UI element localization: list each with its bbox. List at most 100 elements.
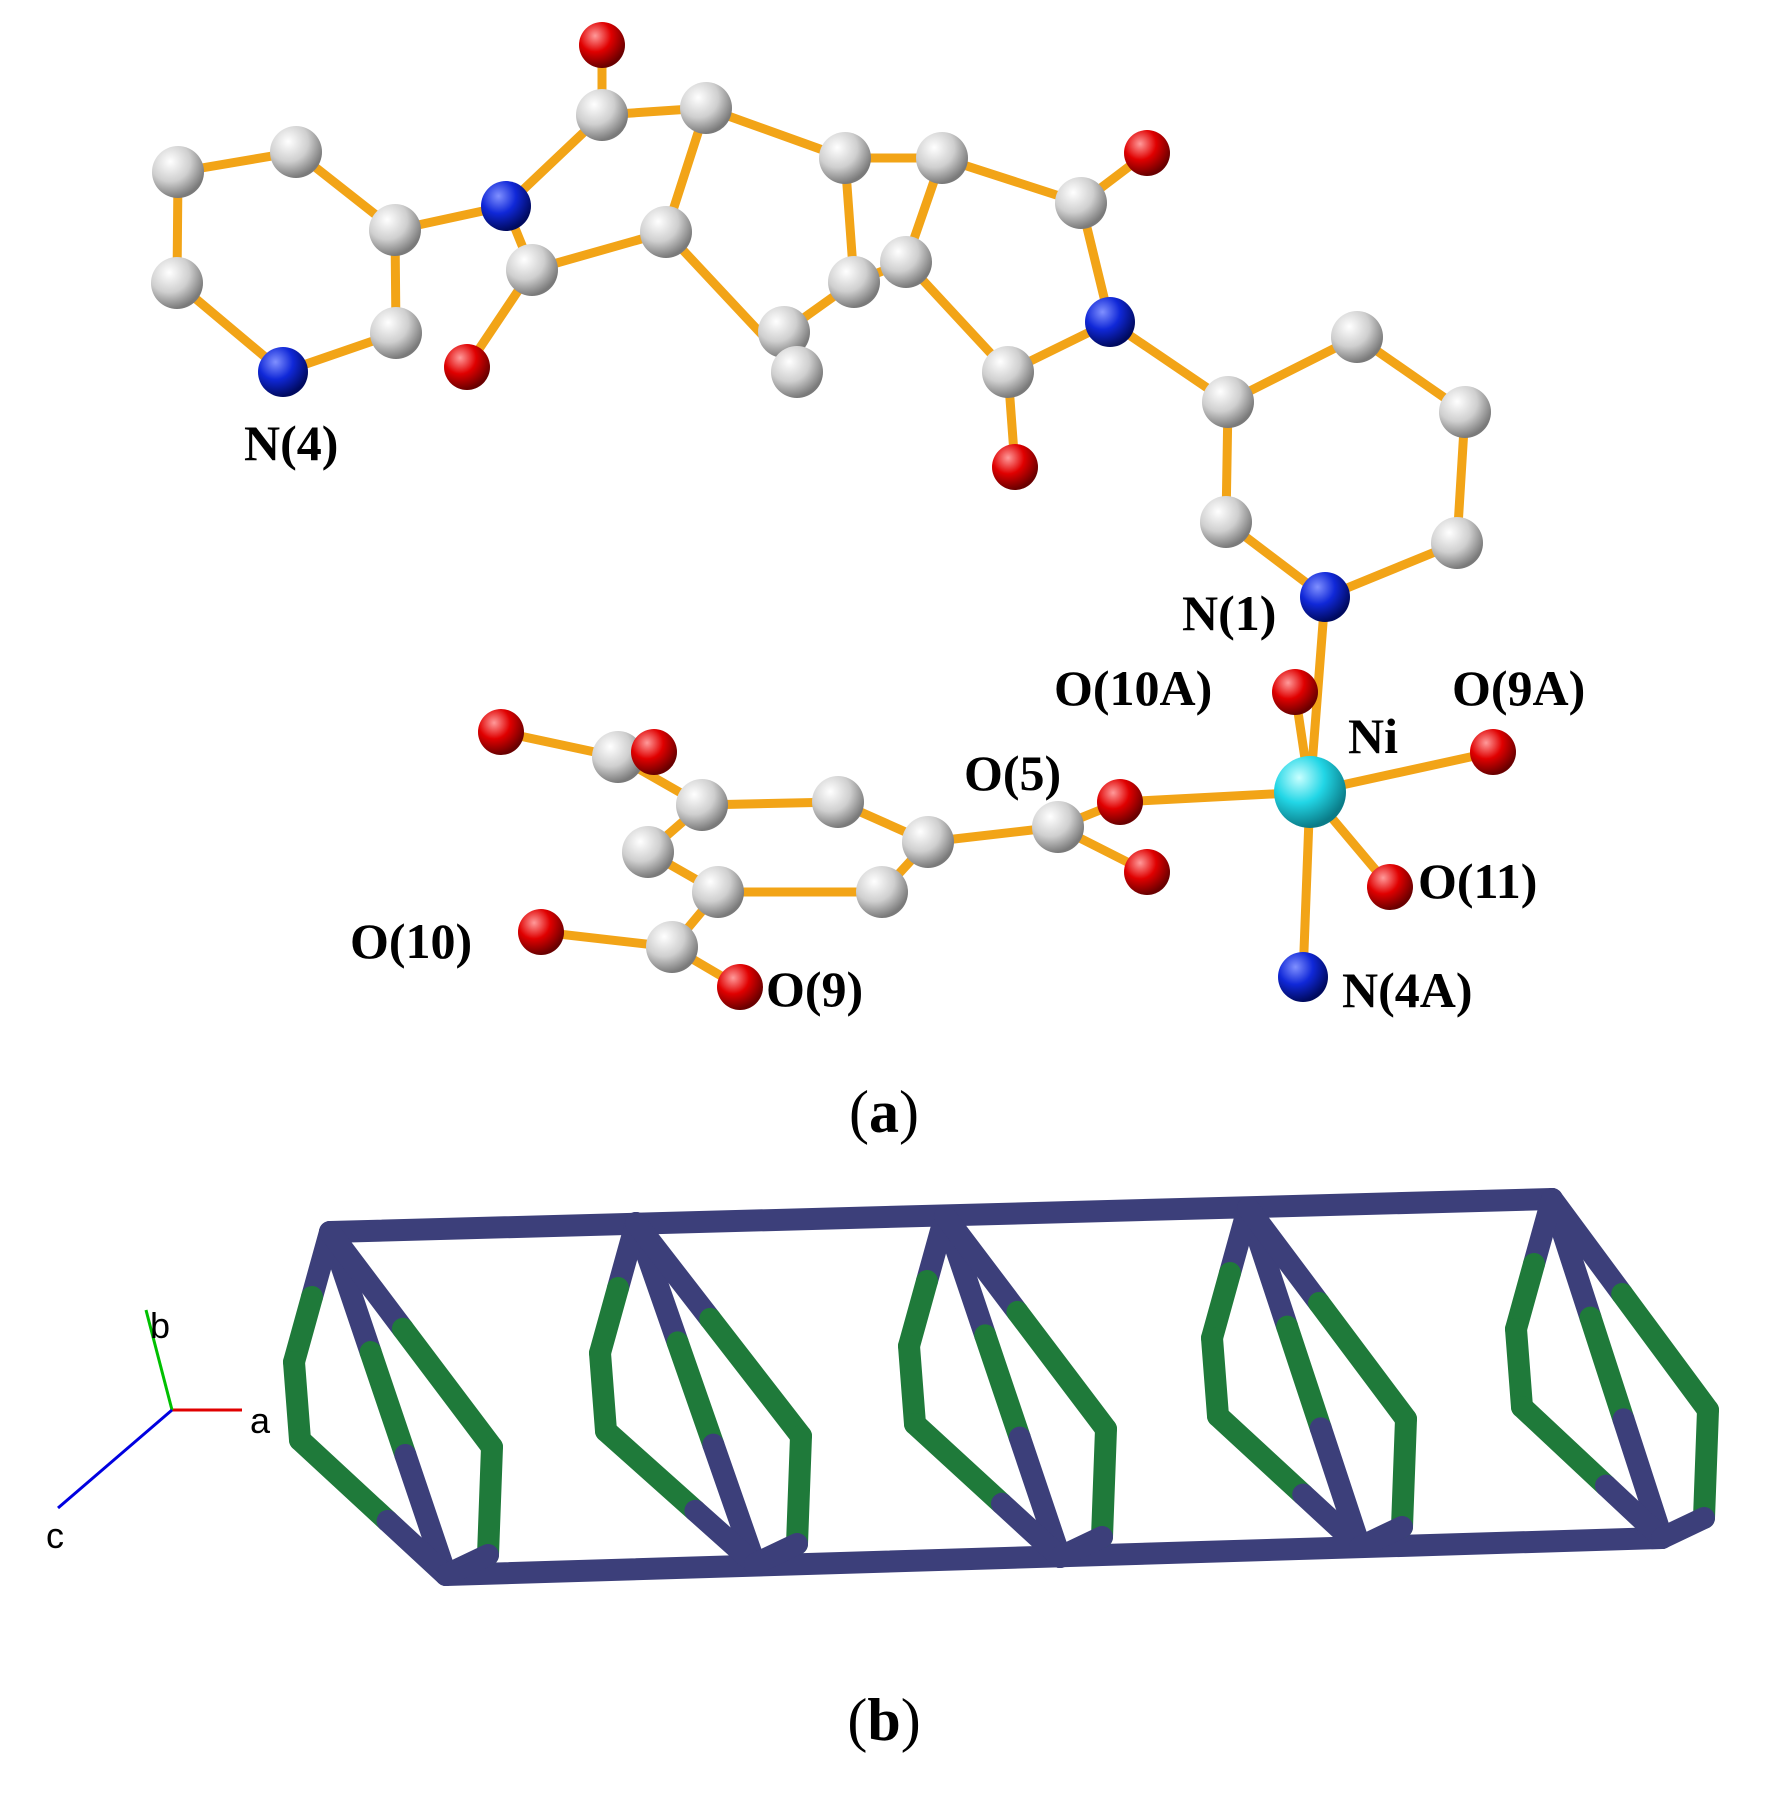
framework-left-link-0-c [289, 1429, 399, 1532]
panel-caption-a: (a) [849, 1079, 919, 1145]
atom-c8 [506, 244, 558, 296]
atom-label-ni: Ni [1348, 708, 1398, 764]
axis-label-c: c [46, 1515, 64, 1556]
axis-b-line [144, 1309, 174, 1411]
framework-left-link-3-b [1201, 1327, 1229, 1427]
framework-right-node-0 [319, 1221, 414, 1340]
atom-label-o10a: O(10A) [1054, 660, 1212, 716]
framework-right-link-3-b [1391, 1408, 1417, 1538]
atom-label-n4: N(4) [244, 415, 338, 471]
framework-right-node-2 [934, 1205, 1029, 1323]
atom-na [481, 181, 531, 231]
atom-o9a [1470, 729, 1516, 775]
framework-left-link-0-b [283, 1351, 311, 1451]
atom-c9 [680, 82, 732, 134]
framework-left-node-3-b [1292, 1483, 1371, 1558]
framework-right-node-0-b [435, 1544, 499, 1586]
framework-left-link-1-c [595, 1420, 707, 1522]
atom-c12 [916, 132, 968, 184]
framework-left-link-1-a [589, 1277, 629, 1364]
atom-c4 [370, 307, 422, 359]
bond-layer [172, 40, 1498, 992]
framework-left-link-3-c [1207, 1405, 1315, 1506]
atom-c21 [1439, 386, 1491, 438]
atom-label-o5: O(5) [964, 745, 1061, 801]
framework-left-link-2-a [898, 1270, 938, 1357]
framework-left-link-0-a [283, 1286, 323, 1373]
framework-left-link-2-c [904, 1413, 1013, 1515]
framework-diag-link-3 [1276, 1315, 1332, 1440]
atom-c19 [1202, 376, 1254, 428]
atom-label-o11: O(11) [1418, 853, 1537, 909]
atom-ni [1274, 756, 1346, 828]
framework-right-node-4-b [1651, 1507, 1715, 1549]
panel-caption-b: (b) [847, 1687, 920, 1753]
axis-triad [57, 1309, 242, 1510]
framework-right-link-1-b [786, 1425, 812, 1555]
atom-c20 [1331, 311, 1383, 363]
framework-diag-link-2 [974, 1324, 1031, 1449]
framework-right-node-3 [1237, 1197, 1331, 1314]
framework-right-link-4-b [1693, 1399, 1719, 1529]
atom-c13 [828, 256, 880, 308]
framework-right-node-4 [1541, 1188, 1634, 1305]
atom-c31 [592, 731, 644, 783]
atom-c10 [640, 206, 692, 258]
atom-o4 [992, 444, 1038, 490]
panel-caption-b-letter: b [867, 1687, 900, 1753]
framework-right-link-3-a [1308, 1291, 1417, 1430]
framework-right-node-1 [625, 1212, 722, 1330]
atom-o11 [1367, 864, 1413, 910]
atom-c7 [576, 89, 628, 141]
panel-caption-a-letter: a [869, 1079, 899, 1145]
atom-c6 [151, 257, 203, 309]
framework-right-link-1-a [699, 1307, 812, 1447]
axis-label-a: a [250, 1400, 271, 1441]
framework-right-link-0-a [391, 1317, 503, 1458]
framework-right-link-2-b [1091, 1418, 1117, 1548]
atom-n4a [1278, 952, 1328, 1002]
framework-diag-link-1 [666, 1331, 725, 1456]
atom-c32 [646, 921, 698, 973]
atom-label-o9a: O(9A) [1452, 660, 1585, 716]
framework-left-link-1-b [589, 1342, 617, 1442]
atom-c14 [758, 306, 810, 358]
atom-layer [151, 22, 1516, 1010]
atom-c17 [1055, 177, 1107, 229]
atom-c27 [676, 779, 728, 831]
framework-right-link-2-a [1006, 1300, 1117, 1440]
atom-label-o10: O(10) [350, 913, 472, 969]
atom-c11 [819, 132, 871, 184]
framework-right-link-4-a [1611, 1282, 1719, 1421]
atom-c3 [369, 204, 421, 256]
framework-diag-link-4 [1579, 1306, 1635, 1431]
framework-chain [283, 1188, 1719, 1586]
atom-o6 [631, 729, 677, 775]
atom-o9 [717, 964, 763, 1010]
axis-c-line [57, 1408, 173, 1510]
atom-c25 [902, 816, 954, 868]
atom-c22 [1200, 496, 1252, 548]
framework-diag-link-0 [359, 1341, 417, 1466]
atom-label-n4a: N(4A) [1342, 962, 1473, 1018]
atom-o10 [518, 909, 564, 955]
framework-left-link-4-b [1505, 1318, 1533, 1418]
atom-c29 [692, 866, 744, 918]
panel-a-molecular-structure: N(4) N(1) O(10A) O(9A) Ni O(5) O(11) O(1… [151, 22, 1585, 1145]
atom-c30 [856, 866, 908, 918]
atom-o5b [1124, 849, 1170, 895]
atom-c15 [771, 346, 823, 398]
atom-c16 [880, 236, 932, 288]
framework-left-node-0-b [376, 1510, 457, 1586]
atom-c28 [622, 826, 674, 878]
atom-o7 [478, 709, 524, 755]
framework-left-node-2-b [991, 1492, 1071, 1568]
atom-o5 [1097, 779, 1143, 825]
atom-o10a [1272, 669, 1318, 715]
framework-left-node-1-b [684, 1499, 766, 1575]
atom-c1 [152, 146, 204, 198]
atom-label-o9: O(9) [766, 961, 863, 1017]
framework-left-node-4-b [1595, 1474, 1673, 1549]
framework-right-node-2-b [1049, 1526, 1113, 1568]
